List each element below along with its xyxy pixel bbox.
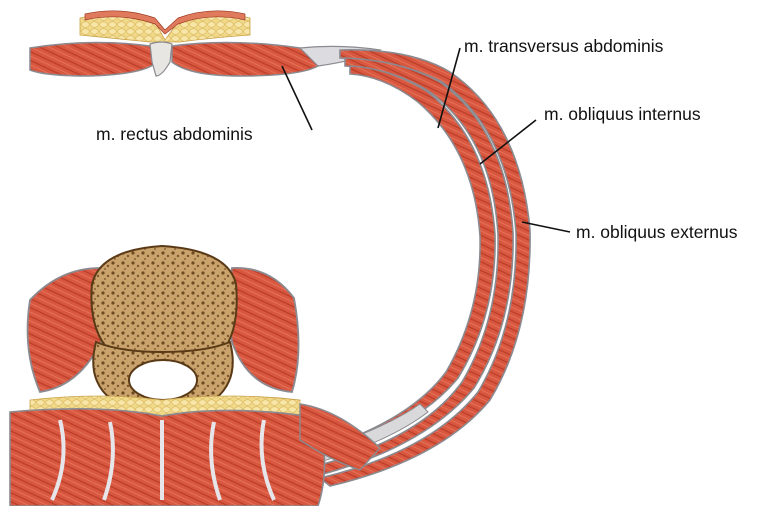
vertebral-canal [129,360,197,400]
posterior-region [10,246,380,506]
leader-rectus [282,66,312,130]
rectus-left [30,42,158,76]
psoas-right [229,268,299,392]
label-transversus-abdominis: m. transversus abdominis [464,36,664,56]
linea-alba [150,42,172,76]
vertebral-body [91,246,236,356]
rectus-right [172,42,318,76]
label-obliquus-externus: m. obliquus externus [576,222,738,242]
label-rectus-abdominis: m. rectus abdominis [96,124,253,144]
label-obliquus-internus: m. obliquus internus [544,104,701,124]
subcutaneous-fat-top [80,14,250,42]
rectus-abdominis-region [30,11,380,76]
